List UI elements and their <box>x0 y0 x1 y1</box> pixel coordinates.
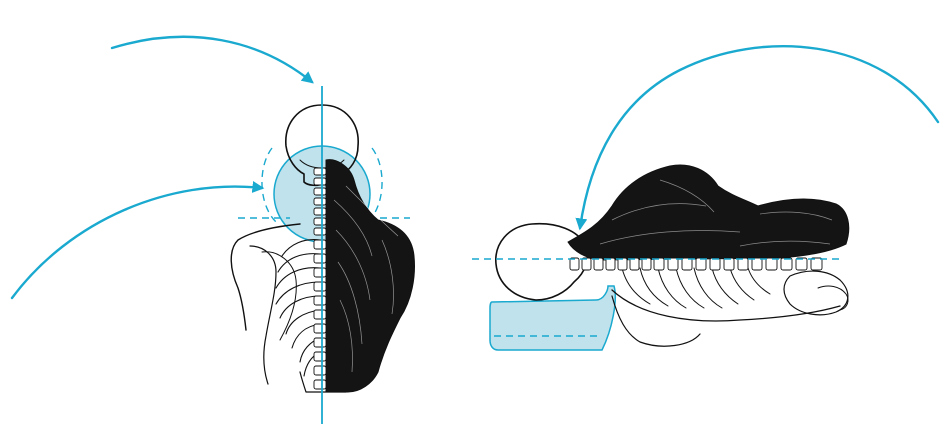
side-view-figure <box>472 164 850 351</box>
arrow-neck <box>10 181 265 300</box>
side-muscle-fibres <box>599 179 833 247</box>
left-shoulder-outline <box>230 223 301 331</box>
arrow-side-head <box>575 45 940 231</box>
side-spine-icon <box>569 257 823 271</box>
side-back-muscles <box>567 164 850 261</box>
left-arm-outline <box>249 245 277 385</box>
back-muscles-icon <box>325 159 415 393</box>
muscle-fibres <box>333 185 399 373</box>
lower-back-outline <box>299 371 347 393</box>
hand-outline <box>817 285 849 311</box>
side-arm-outline <box>611 295 701 347</box>
pelvis-outline <box>783 270 849 316</box>
spine-icon <box>313 167 327 390</box>
side-body-outline <box>611 289 841 322</box>
pillow-icon <box>489 285 617 351</box>
side-ribs <box>621 267 771 309</box>
scapula-outline <box>261 251 297 341</box>
arrow-top-head <box>110 35 314 84</box>
back-view-figure <box>230 86 415 424</box>
neck-dashed-arc-right <box>367 147 383 223</box>
ribs-left <box>275 239 321 377</box>
neck-dashed-arc-left <box>261 147 277 223</box>
